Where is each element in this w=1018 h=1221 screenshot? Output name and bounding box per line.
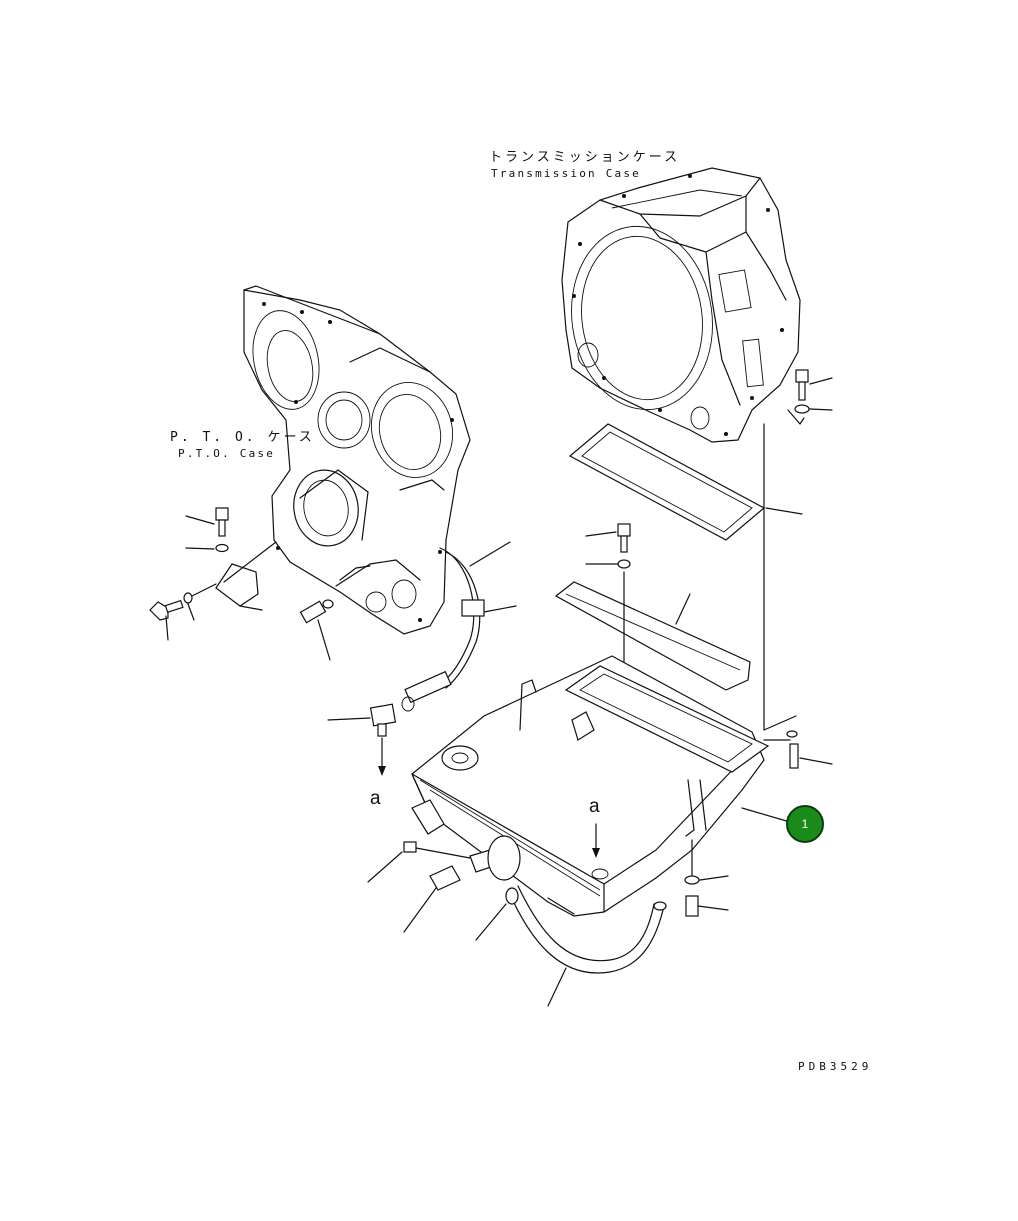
pto-case-label-jp: P. T. O. ケース <box>170 430 315 445</box>
pto-case-label-en: P.T.O. Case <box>178 447 276 460</box>
tank-outlet-hose <box>367 799 667 1007</box>
transmission-case-label-jp: トランスミッションケース <box>489 150 681 165</box>
marker-a-left: a <box>370 788 381 809</box>
transmission-case-drawing <box>561 167 801 443</box>
pto-bracket-parts <box>149 507 277 641</box>
tank-assembly <box>411 655 833 917</box>
case-gasket <box>568 423 803 541</box>
transmission-case-bolt <box>787 369 833 425</box>
marker-a-right: a <box>589 796 600 817</box>
part-callout-1[interactable]: 1 <box>786 805 824 843</box>
center-cover-plate <box>554 523 751 701</box>
pto-case-drawing <box>243 285 471 635</box>
part-callout-number: 1 <box>801 817 809 831</box>
transmission-case-label-en: Transmission Case <box>491 167 641 180</box>
pto-sensor-and-hose <box>299 541 517 776</box>
tank-lower-fasteners <box>684 839 729 917</box>
drawing-reference-number: PDB3529 <box>798 1060 873 1073</box>
